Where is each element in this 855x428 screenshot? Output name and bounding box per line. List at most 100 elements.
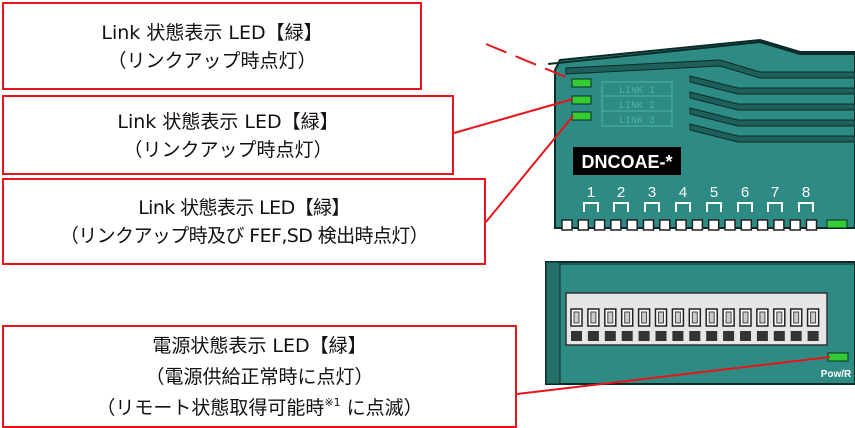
terminal-release [706, 331, 718, 341]
leader-line-1 [485, 43, 574, 81]
device-pin [642, 219, 655, 231]
callout-3-title: Link 状態表示 LED【緑】 [138, 197, 350, 219]
port-number-3: 3 [648, 184, 656, 201]
callout-2-desc: （リンクアップ時点灯） [123, 139, 333, 161]
port-mark-1 [583, 202, 599, 212]
terminal-screw [573, 311, 580, 324]
link-3-label: LINK 3 [619, 116, 655, 127]
callout-4-note-post: に点滅） [340, 397, 423, 419]
terminal-screw [793, 311, 800, 324]
callout-link-1: Link 状態表示 LED【緑】 （リンクアップ時点灯） [2, 2, 422, 90]
port-number-6: 6 [741, 184, 749, 201]
terminal-screw [742, 311, 749, 324]
port-mark-6 [737, 202, 753, 212]
device-pin [593, 219, 606, 231]
upper-status-led [826, 219, 848, 229]
callout-1-desc: （リンクアップ時点灯） [107, 50, 317, 72]
link-2-label: LINK 2 [619, 101, 655, 112]
terminal-release [723, 331, 735, 341]
device-pin [773, 219, 785, 231]
terminal-release [773, 331, 785, 341]
terminal-release [604, 331, 616, 341]
groove-top [565, 59, 855, 79]
upper-device-top-edge [547, 40, 855, 65]
power-label: Pow/R [821, 369, 852, 380]
device-pin [659, 219, 671, 231]
link-label-frame [601, 81, 673, 127]
terminal-release [672, 331, 684, 341]
pin-row [561, 219, 818, 231]
terminal-release [638, 331, 650, 341]
callout-power: 電源状態表示 LED【緑】 （電源供給正常時に点灯） （リモート状態取得可能時※… [2, 325, 517, 428]
groove-2 [689, 91, 855, 111]
device-pin [561, 219, 573, 231]
callout-4-note-pre: （リモート状態取得可能時 [96, 397, 325, 419]
callout-link-2: Link 状態表示 LED【緑】 （リンクアップ時点灯） [2, 95, 454, 175]
upper-device: LINK 1 LINK 2 LINK 3 DNCOAE-* 1 2 3 4 5 … [547, 38, 855, 231]
port-mark-5 [706, 202, 722, 212]
device-pin [626, 219, 638, 231]
terminal-screw [590, 311, 597, 324]
callout-4-desc: （電源供給正常時に点灯） [145, 366, 374, 388]
device-pin [740, 219, 753, 231]
terminal-slots [570, 308, 820, 341]
terminal-release [689, 331, 701, 341]
terminal-screw [776, 311, 783, 324]
callout-4-footnote-mark: ※1 [324, 396, 341, 409]
terminal-screw [624, 311, 631, 324]
model-badge [573, 147, 681, 175]
device-pin [610, 219, 622, 231]
terminal-release [587, 331, 599, 341]
terminal-screw [759, 311, 766, 324]
terminal-release [790, 331, 802, 341]
groove-3 [689, 107, 855, 127]
device-pin [577, 219, 590, 231]
terminal-release [756, 331, 768, 341]
terminal-screw [810, 311, 817, 324]
port-mark-4 [675, 202, 691, 212]
terminal-screw [708, 311, 715, 324]
terminal-release [571, 331, 582, 341]
power-led [827, 352, 849, 362]
groove-4 [689, 123, 855, 143]
port-number-8: 8 [802, 184, 810, 201]
terminal-screw [674, 311, 681, 324]
leader-line-2 [453, 98, 574, 134]
link-1-label: LINK 1 [619, 86, 655, 97]
device-pin [675, 219, 687, 231]
port-mark-7 [767, 202, 783, 212]
terminal-screw [658, 311, 664, 324]
link-led-3 [571, 111, 592, 121]
port-mark-2 [613, 202, 629, 212]
terminal-release [621, 331, 633, 341]
device-pin [707, 219, 720, 231]
link-led-2 [571, 95, 592, 105]
upper-device-grooves [565, 59, 855, 143]
terminal-screw [607, 311, 614, 324]
port-number-1: 1 [587, 184, 595, 201]
terminal-screw [725, 311, 732, 324]
callout-2-title: Link 状態表示 LED【緑】 [117, 111, 339, 133]
leader-lines [453, 43, 831, 395]
port-mark-8 [798, 202, 814, 212]
port-number-5: 5 [710, 184, 718, 201]
terminal-release [740, 331, 751, 341]
terminal-screw [641, 311, 648, 324]
callout-3-desc: （リンクアップ時及び FEF,SD 検出時点灯） [59, 225, 429, 247]
callout-4-note: （リモート状態取得可能時※1 に点滅） [4, 393, 515, 426]
device-pin [756, 219, 769, 231]
port-numbers: 1 2 3 4 5 6 7 8 [587, 184, 810, 201]
terminal-release [807, 331, 819, 341]
groove-1 [689, 75, 855, 95]
device-pin [789, 219, 801, 231]
callout-4-title: 電源状態表示 LED【緑】 [152, 335, 367, 357]
terminal-release [655, 331, 667, 341]
leader-line-3 [485, 115, 574, 223]
terminal-screw [691, 311, 698, 324]
device-pin [724, 219, 736, 231]
leader-line-4 [516, 356, 831, 395]
port-number-2: 2 [617, 184, 625, 201]
device-pin [805, 219, 818, 231]
callout-1-title: Link 状態表示 LED【緑】 [101, 22, 323, 44]
